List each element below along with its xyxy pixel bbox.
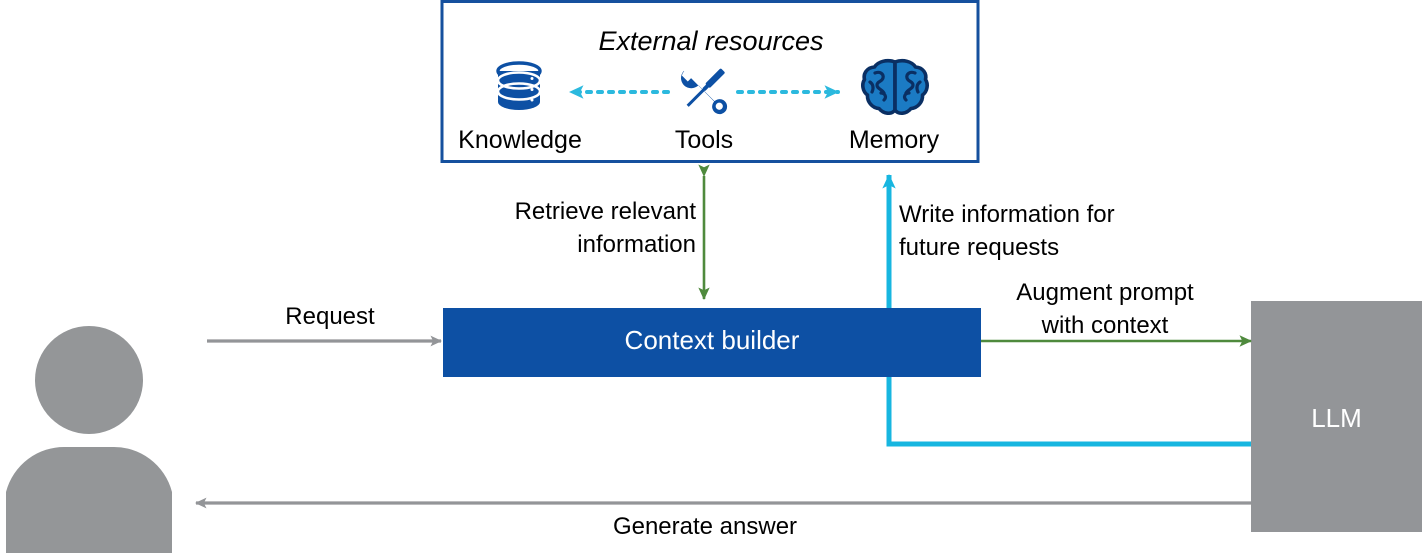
edge-label-write: Write information for future requests (899, 198, 1199, 264)
edge-label-augment-line2: with context (1041, 312, 1169, 339)
edge-label-augment: Augment prompt with context (960, 276, 1250, 342)
edge-label-request: Request (285, 303, 375, 330)
person-icon (6, 326, 172, 553)
edge-label-retrieve-line2: information (577, 231, 696, 258)
llm-label: LLM (1311, 403, 1362, 433)
edge-label-retrieve: Retrieve relevant information (444, 195, 696, 261)
edge-label-write-line1: Write information for (899, 201, 1115, 228)
context-builder-label: Context builder (624, 325, 800, 355)
database-icon (496, 61, 542, 110)
wrench-screwdriver-icon (681, 68, 728, 115)
edge-label-augment-line1: Augment prompt (1016, 279, 1194, 306)
edge-write-information-for-future-requests (882, 174, 1251, 447)
brain-icon (861, 58, 929, 115)
edge-label-retrieve-line1: Retrieve relevant (514, 198, 696, 225)
edge-label-generate-answer: Generate answer (612, 513, 798, 540)
node-label-tools: Tools (674, 126, 734, 154)
context-builder-block[interactable] (443, 308, 981, 377)
node-label-knowledge: Knowledge (458, 126, 582, 154)
external-resources-title: External resources (598, 26, 824, 56)
node-label-memory: Memory (848, 126, 940, 154)
edge-label-write-line2: future requests (899, 234, 1060, 261)
llm-block[interactable] (1251, 301, 1422, 532)
